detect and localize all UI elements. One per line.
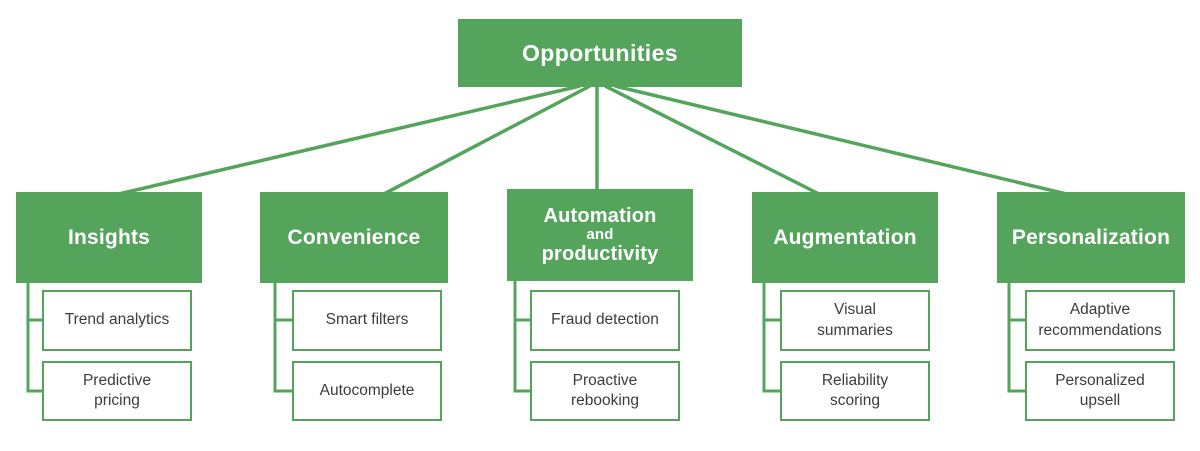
branch-node-personalization: Personalization [997,192,1185,283]
child-node-smart-filters: Smart filters [292,290,442,351]
child-node-trend-analytics: Trend analytics [42,290,192,351]
root-node-opportunities: Opportunities [458,19,742,87]
branch-label: Insights [67,225,151,249]
branch-label: Augmentation [773,225,917,249]
edge-root-convenience [379,84,591,198]
branch-label-line1: Automation [543,204,657,227]
child-node-adaptive-recommendations: Adaptive recommendations [1025,290,1175,351]
child-node-autocomplete: Autocomplete [292,361,442,421]
child-node-reliability-scoring: Reliability scoring [780,361,930,421]
branch-node-augmentation: Augmentation [752,192,938,283]
child-node-fraud-detection: Fraud detection [530,290,680,351]
branch-label: Personalization [1011,225,1171,249]
branch-node-automation-productivity: Automation and productivity [507,189,693,281]
edge-augmentation-children [762,278,780,393]
edge-root-insights [109,84,581,198]
branch-label-line3: productivity [541,243,659,266]
branch-label: Convenience [287,225,421,249]
edge-personalization-children [1007,278,1025,393]
child-node-visual-summaries: Visual summaries [780,290,930,351]
branch-label-line2: and [586,225,614,243]
edge-root-augmentation [604,84,824,198]
edge-automation-children [513,276,530,393]
edge-insights-children [26,278,42,393]
edge-convenience-children [273,278,292,393]
edge-root-personalization [614,84,1076,198]
branch-node-insights: Insights [16,192,202,283]
branch-node-convenience: Convenience [260,192,448,283]
child-node-proactive-rebooking: Proactive rebooking [530,361,680,421]
child-node-predictive-pricing: Predictive pricing [42,361,192,421]
root-label: Opportunities [522,39,678,66]
child-node-personalized-upsell: Personalized upsell [1025,361,1175,421]
